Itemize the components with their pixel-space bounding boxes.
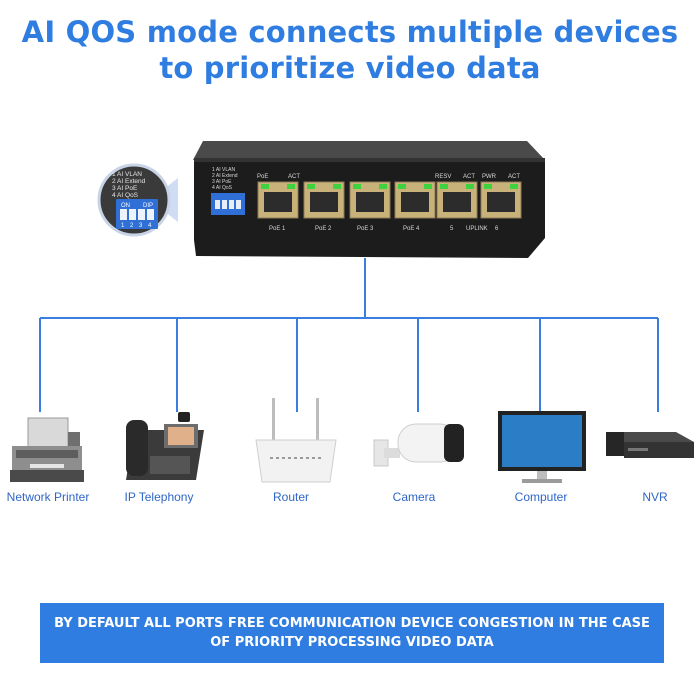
label-port-6: 6	[495, 226, 499, 232]
port-led	[261, 184, 269, 189]
port-led	[424, 184, 432, 189]
device-label-router: Router	[272, 490, 310, 504]
label-port-5: 5	[450, 226, 454, 232]
headline-line-2: to prioritize video data	[159, 51, 541, 85]
label-act-1: ACT	[288, 174, 300, 180]
port-led	[510, 184, 518, 189]
switch-bottom-labels: PoE 1 PoE 2 PoE 3 PoE 4 5 UPLINK 6	[269, 226, 499, 232]
port-led	[333, 184, 341, 189]
info-banner: BY DEFAULT ALL PORTS FREE COMMUNICATION …	[40, 603, 664, 663]
port-led	[484, 184, 492, 189]
port-led	[440, 184, 448, 189]
nvr-icon	[606, 432, 694, 458]
dip-dip-label: DIP	[143, 203, 153, 209]
dip-mode-1: 1 AI VLAN	[112, 171, 142, 178]
dip-mode-4: 4 AI QoS	[112, 192, 139, 199]
printer-icon	[10, 417, 84, 482]
camera-icon	[373, 423, 464, 467]
ip-phone-icon	[126, 412, 204, 480]
dip-number-1: 1	[121, 223, 125, 229]
label-act-3: ACT	[508, 174, 520, 180]
label-act-2: ACT	[463, 174, 475, 180]
dip-mode-3: 3 AI PoE	[112, 185, 138, 192]
switch-mode-4: 4 AI QoS	[212, 185, 233, 191]
port-led	[307, 184, 315, 189]
dip-switch-callout: 1 AI VLAN 2 AI Extend 3 AI PoE 4 AI QoS …	[97, 163, 178, 237]
ethernet-port-5	[436, 181, 478, 219]
label-poe: PoE	[257, 174, 268, 180]
dip-mode-2: 2 AI Extend	[112, 178, 146, 185]
device-label-nvr: NVR	[642, 490, 668, 504]
label-pwr: PWR	[482, 174, 497, 180]
ethernet-port-1	[257, 181, 299, 219]
label-resv: RESV	[435, 174, 451, 180]
port-led	[287, 184, 295, 189]
label-poe-3: PoE 3	[357, 226, 374, 232]
device-label-ip-telephony: IP Telephony	[124, 490, 194, 504]
label-poe-2: PoE 2	[315, 226, 332, 232]
switch-mode-text: 1 AI VLAN 2 AI Extend 3 AI PoE 4 AI QoS	[212, 167, 238, 191]
switch-mode-1: 1 AI VLAN	[212, 167, 235, 173]
headline-line-1: AI QOS mode connects multiple devices	[21, 15, 679, 49]
device-label-computer: Computer	[514, 490, 568, 504]
poe-switch: PoE ACT RESV ACT PWR ACT PoE 1 PoE 2 PoE…	[193, 141, 545, 258]
label-uplink: UPLINK	[466, 226, 488, 232]
port-led	[466, 184, 474, 189]
label-poe-1: PoE 1	[269, 226, 286, 232]
dip-number-3: 3	[139, 223, 143, 229]
headline: AI QOS mode connects multiple devices to…	[0, 14, 700, 86]
port-led	[353, 184, 361, 189]
switch-top-labels: PoE ACT RESV ACT PWR ACT	[257, 174, 520, 180]
monitor-icon	[498, 411, 586, 483]
router-icon	[255, 398, 337, 483]
ethernet-port-6	[480, 181, 522, 219]
ethernet-ports	[257, 181, 522, 219]
ethernet-port-3	[349, 181, 391, 219]
device-label-camera: Camera	[392, 490, 436, 504]
device-label-network-printer: Network Printer	[6, 490, 90, 504]
switch-mode-3: 3 AI PoE	[212, 179, 232, 185]
switch-dip-block	[211, 193, 245, 215]
dip-switch-block	[116, 199, 158, 229]
ethernet-port-2	[303, 181, 345, 219]
dip-number-2: 2	[130, 223, 134, 229]
connector-lines	[39, 258, 659, 412]
label-poe-4: PoE 4	[403, 226, 420, 232]
dip-number-4: 4	[148, 223, 152, 229]
dip-on-label: ON	[121, 203, 130, 209]
banner-text: BY DEFAULT ALL PORTS FREE COMMUNICATION …	[54, 616, 650, 650]
switch-mode-2: 2 AI Extend	[212, 173, 238, 179]
port-led	[379, 184, 387, 189]
ethernet-port-4	[394, 181, 436, 219]
port-led	[398, 184, 406, 189]
